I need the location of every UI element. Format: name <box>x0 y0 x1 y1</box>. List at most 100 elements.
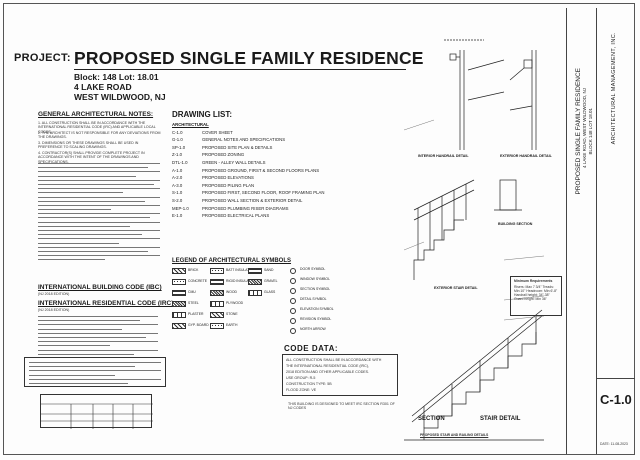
legend-symbol-icon <box>290 288 296 294</box>
legend-label: GYP. BOARD <box>188 323 209 327</box>
general-note-3: 3. DIMENSIONS OR THESE DRAWINGS SHALL BE… <box>38 141 139 150</box>
legend-label: PLASTER <box>188 312 204 316</box>
legend-symbol-icon <box>290 298 296 304</box>
title-block-block-lot: BLOCK 148 LOT 18.01 <box>588 108 593 155</box>
legend-label: STEEL <box>188 301 199 305</box>
code-data-title: CODE DATA: <box>284 344 339 353</box>
ibc-edition: (NJ 2018 EDITION) <box>38 292 70 296</box>
legend-swatch <box>210 290 224 296</box>
legend-symbol-label: DOOR SYMBOL <box>300 267 326 271</box>
legend-swatch <box>248 290 262 296</box>
legend-label: SAND <box>264 268 274 272</box>
legend-title: LEGEND OF ARCHITECTURAL SYMBOLS <box>172 258 292 264</box>
schedule-grid <box>41 403 153 429</box>
section-label: SECTION <box>418 416 445 422</box>
sheet-number: C-1.0 <box>600 392 632 407</box>
general-notes-title: GENERAL ARCHITECTURAL NOTES: <box>38 111 154 118</box>
legend-symbol-icon <box>290 328 296 334</box>
code-line: THE INTERNATIONAL RESIDENTIAL CODE (IRC)… <box>286 364 369 368</box>
title-block-address: 4 LAKE ROAD, WEST WILDWOOD, NJ <box>582 88 587 168</box>
legend-swatch <box>210 279 224 285</box>
legend-label: PLYWOOD <box>226 301 244 305</box>
legend-symbol-label: ELEVATION SYMBOL <box>300 307 334 311</box>
legend-swatch <box>248 268 262 274</box>
legend-swatch <box>172 323 186 329</box>
schedule-table <box>40 394 153 429</box>
code-line: CONSTRUCTION TYPE: 5B <box>286 382 332 386</box>
irc-title: INTERNATIONAL RESIDENTIAL CODE (IRC) <box>38 300 174 307</box>
stair-details-drawing <box>403 39 545 441</box>
legend-label: BRICK <box>188 268 199 272</box>
legend-label: GLASS <box>264 290 276 294</box>
legend-symbol-icon <box>290 308 296 314</box>
code-note: THIS BUILDING IS DESIGNED TO MEET IRC SE… <box>288 402 395 411</box>
exterior-stair-caption: EXTERIOR STAIR DETAIL <box>434 286 478 290</box>
legend-symbol-label: DETAIL SYMBOL <box>300 297 327 301</box>
legend-label: STONE <box>226 312 238 316</box>
legend-symbol-icon <box>290 268 296 274</box>
code-line: FLOOD ZONE: VE <box>286 388 317 392</box>
title-block-divider <box>597 378 635 379</box>
legend-symbol-label: SECTION SYMBOL <box>300 287 331 291</box>
legend-swatch <box>172 312 186 318</box>
title-block-left: PROPOSED SINGLE FAMILY RESIDENCE 4 LAKE … <box>566 8 597 454</box>
street-address: 4 LAKE ROAD <box>74 82 132 92</box>
legend-label: GRAVEL <box>264 279 278 283</box>
project-label: PROJECT: <box>14 52 71 64</box>
stair-detail-label: STAIR DETAIL <box>480 416 521 422</box>
code-line: ALL CONSTRUCTION SHALL BE IN ACCORDANCE … <box>286 358 382 362</box>
title-underline <box>74 69 406 70</box>
legend-label: WOOD <box>226 290 237 294</box>
legend-label: CMU <box>188 290 196 294</box>
code-line: USE GROUP: R-5 <box>286 376 316 380</box>
legend-swatch <box>172 290 186 296</box>
sheet-date: DATE: 11-08-2023 <box>600 442 628 446</box>
exterior-rail-caption: EXTERIOR HANDRAIL DETAIL <box>500 154 552 158</box>
legend-symbol-label: WINDOW SYMBOL <box>300 277 330 281</box>
title-block-project: PROPOSED SINGLE FAMILY RESIDENCE <box>575 68 582 195</box>
irc-edition: (NJ 2018 EDITION) <box>38 308 70 312</box>
notes-box <box>24 357 166 387</box>
min-requirements-box: Minimum Requirements Risers: Max 7 3/4" … <box>510 276 562 316</box>
notes-text-block <box>38 163 160 264</box>
general-note-2: 2. THE ARCHITECT IS NOT RESPONSIBLE FOR … <box>38 131 161 140</box>
legend-symbol-icon <box>290 278 296 284</box>
legend-symbol-icon <box>290 318 296 324</box>
sheet-border <box>3 3 635 455</box>
city-state: WEST WILDWOOD, NJ <box>74 92 166 102</box>
legend-label: RIGID INSULATION <box>226 279 257 283</box>
legend-symbol-label: NORTH ARROW <box>300 327 326 331</box>
legend-swatch <box>172 301 186 307</box>
firm-name: ARCHITECTURAL MANAGEMENT, INC. <box>611 32 617 145</box>
project-title: PROPOSED SINGLE FAMILY RESIDENCE <box>74 48 424 68</box>
interior-rail-caption: INTERIOR HANDRAIL DETAIL <box>418 154 469 158</box>
legend-swatch <box>210 312 224 318</box>
legend-symbol-label: REVISION SYMBOL <box>300 317 332 321</box>
code-data-box: ALL CONSTRUCTION SHALL BE IN ACCORDANCE … <box>282 354 398 396</box>
proposed-detail-caption: PROPOSED STAIR AND RAILING DETAILS <box>420 433 489 437</box>
building-section-caption: BUILDING SECTION <box>498 222 533 226</box>
general-note-1: 1. ALL CONSTRUCTION SHALL BE IN ACCORDAN… <box>38 121 156 134</box>
legend-swatch <box>210 323 224 329</box>
min-req-text: Risers: Max 7 3/4" Treads: Min 10" Headr… <box>514 285 558 301</box>
code-text-block <box>38 316 158 358</box>
title-block: ARCHITECTURAL MANAGEMENT, INC. <box>596 8 635 454</box>
min-req-title: Minimum Requirements <box>514 279 553 283</box>
general-note-4: 4. CONTRACTOR(S) SHALL PROVIDE COMPLETE … <box>38 151 145 164</box>
legend-swatch <box>248 279 262 285</box>
drawing-list-title: DRAWING LIST: <box>172 110 232 119</box>
legend-swatch <box>172 268 186 274</box>
legend-label: BATT INSULATION <box>226 268 256 272</box>
legend-swatch <box>210 268 224 274</box>
